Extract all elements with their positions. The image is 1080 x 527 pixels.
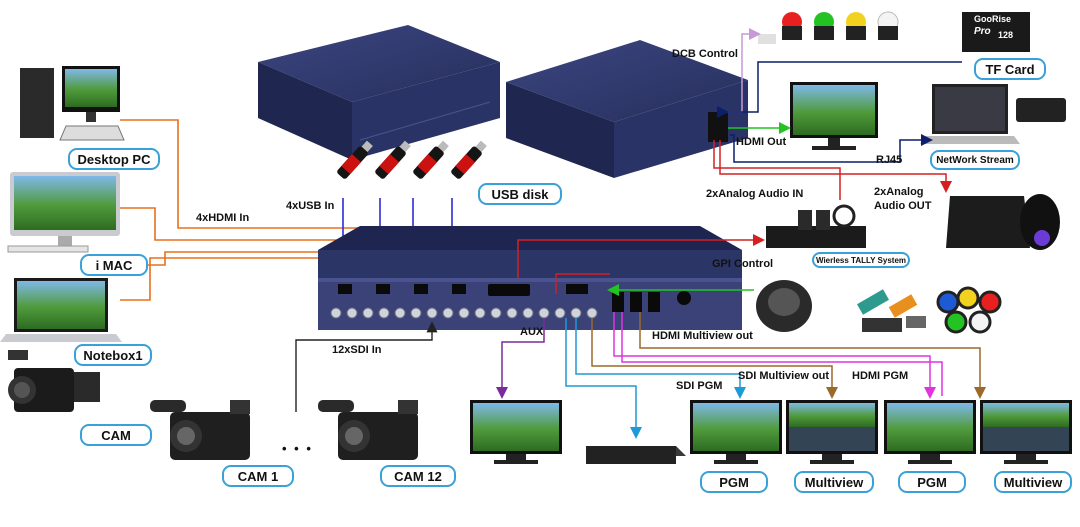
hdmi-pgm-line-2 [621, 312, 943, 396]
tf-card-line [717, 61, 962, 118]
sdi-converter-image [586, 446, 686, 464]
pgm-monitor-1-image [690, 400, 782, 464]
sdi-multiview-out-label: SDI Multiview out [738, 370, 830, 382]
gpi-control-label: GPI Control [712, 258, 774, 270]
notebox-label: Notebox1 [74, 344, 152, 366]
hdmi-out-monitor-image [790, 82, 878, 150]
audio-mixer-image [946, 194, 1060, 250]
gpi-button-image [756, 280, 812, 332]
cam-label: CAM [80, 424, 152, 446]
tally-line [517, 234, 765, 278]
rj45-label: RJ45 [876, 154, 903, 166]
hdmi-multiview-out-label: HDMI Multiview out [652, 330, 753, 342]
usb-disk-label: USB disk [478, 183, 562, 205]
hdmi-in-label: 4xHDMI In [196, 212, 250, 224]
pgm-label-1: PGM [700, 471, 768, 493]
sdi-pgm-line [575, 318, 746, 399]
rj45-line [730, 134, 933, 163]
sdi-aux-line [565, 318, 642, 439]
imac-image [7, 172, 120, 253]
analog-out-label-2: Audio OUT [874, 200, 932, 212]
hdmi-multiview-line [639, 312, 986, 399]
sdi-in-label: 12xSDI In [332, 344, 382, 356]
recorder-box-right [506, 40, 748, 178]
sdi-connectors [330, 307, 598, 319]
hdmi-pgm-line-1 [613, 312, 936, 399]
sd-card-brand: GooRise [974, 14, 1012, 24]
multiview-label-1: Multiview [794, 471, 874, 493]
tally-system-label: Wierless TALLY System [812, 252, 910, 268]
gpi-line [555, 273, 610, 294]
sd-card-image [962, 12, 1030, 52]
desktop-pc-image [20, 66, 125, 141]
gpi-color-buttons [936, 286, 1002, 334]
cinema-camera-image [8, 350, 100, 412]
notebook-image [0, 278, 122, 342]
hdmi-pgm-label: HDMI PGM [852, 370, 909, 382]
tally-receiver-image [766, 204, 866, 248]
hdmi-out-label: HDMI Out [736, 136, 787, 148]
pgm-monitor-2-image [884, 400, 976, 464]
cam1-label: CAM 1 [222, 465, 294, 487]
multiview-label-2: Multiview [994, 471, 1072, 493]
camcorder-12-image [318, 400, 418, 460]
aux-monitor-image [470, 400, 562, 464]
aux-label: AUX [520, 326, 544, 338]
tally-lights-image [758, 11, 899, 44]
usb-in-label: 4xUSB In [286, 200, 335, 212]
multiview-monitor-1-image [786, 400, 878, 464]
multiview-monitor-2-image [980, 400, 1072, 464]
sd-card-size: 128 [998, 30, 1014, 40]
camcorder-1-image [150, 400, 250, 460]
analog-out-line [719, 140, 952, 193]
sd-card-model: Pro [974, 26, 991, 37]
usb-sticks [337, 140, 487, 179]
analog-in-label: 2xAnalog Audio IN [706, 188, 804, 200]
gpi-pedals-image [857, 289, 926, 332]
ellipsis-label: • • • [282, 441, 313, 456]
main-switcher [318, 226, 742, 330]
network-stream-label: NetWork Stream [930, 150, 1020, 170]
analog-out-label-1: 2xAnalog [874, 186, 924, 198]
sdi-multiview-line [591, 318, 838, 399]
desktop-pc-label: Desktop PC [68, 148, 160, 170]
cam12-label: CAM 12 [380, 465, 456, 487]
recorder-box-left [258, 25, 500, 160]
imac-label: i MAC [80, 254, 148, 276]
analog-in-line [713, 140, 841, 200]
pgm-label-2: PGM [898, 471, 966, 493]
sdi-pgm-label: SDI PGM [676, 380, 723, 392]
aux-line [496, 318, 545, 399]
sdi-input-line [295, 321, 438, 412]
tf-card-label: TF Card [974, 58, 1046, 80]
network-laptop-image [920, 84, 1066, 144]
dcb-control-label: DCB Control [672, 48, 738, 60]
